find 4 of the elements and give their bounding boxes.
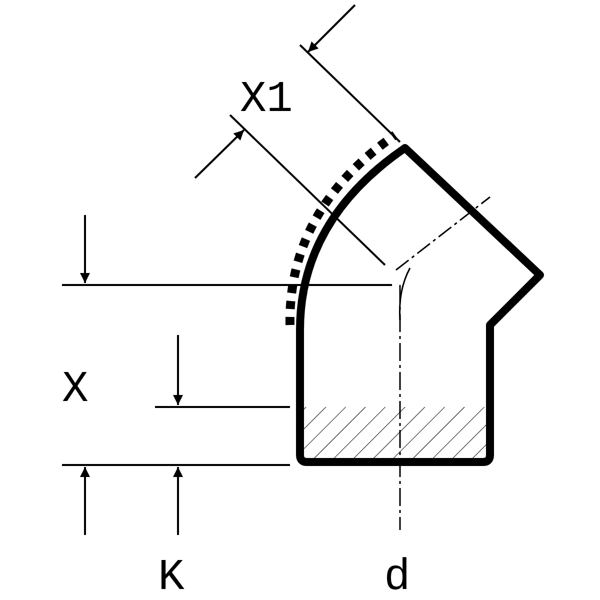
dimension-label: X1 <box>240 78 293 122</box>
dimension-label: d <box>384 556 410 600</box>
dimension-label: K <box>158 556 184 600</box>
dimension-label: X <box>62 368 88 412</box>
